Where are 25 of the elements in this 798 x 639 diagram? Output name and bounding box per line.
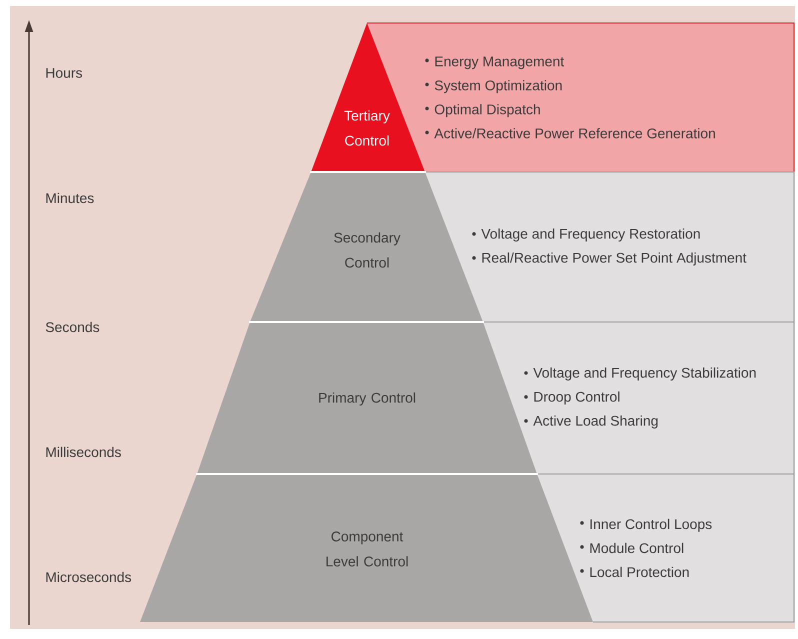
description-panel <box>536 473 794 622</box>
tier-label: Secondary Control <box>334 232 400 268</box>
description-panel <box>482 321 794 474</box>
bullet-item: System Optimization <box>434 80 562 94</box>
time-scale-label: Minutes <box>46 192 94 204</box>
bullet-item: Voltage and Frequency Stabilization <box>533 367 756 380</box>
bullet-item: Local Protection <box>590 566 689 578</box>
time-scale-label: Milliseconds <box>46 446 121 458</box>
bullet-item: Droop Control <box>534 391 620 404</box>
tier-label: Tertiary Control <box>344 110 390 146</box>
bullet-item: Optimal Dispatch <box>434 104 540 118</box>
pyramid-tier <box>250 172 483 322</box>
time-scale-label: Seconds <box>46 322 100 332</box>
tier-label: Component Level Control <box>326 532 408 566</box>
bullet-item: Voltage and Frequency Restoration <box>481 228 700 242</box>
bullet-item: Inner Control Loops <box>590 518 712 532</box>
bullet-item: Energy Management <box>435 56 564 70</box>
bullet-item: Module Control <box>590 542 684 554</box>
bullet-item: Real/Reactive Power Set Point Adjustment <box>482 252 746 266</box>
pyramid-tier <box>311 23 425 172</box>
bullet-item: Active/Reactive Power Reference Generation <box>434 128 715 138</box>
bullet-item: Active Load Sharing <box>533 415 658 428</box>
time-scale-label: Hours <box>46 68 82 78</box>
description-panel <box>424 171 794 322</box>
tier-label: Primary Control <box>319 392 416 406</box>
